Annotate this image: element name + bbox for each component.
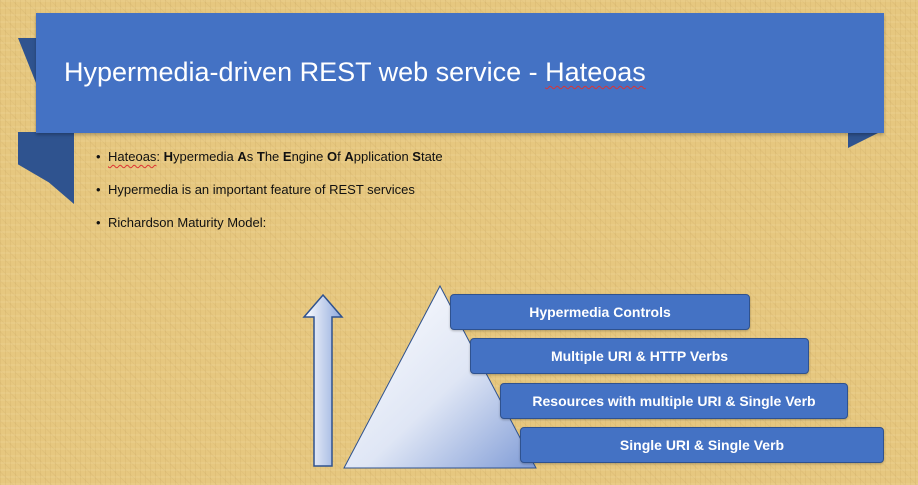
bullet-list: Hateoas: Hypermedia As The Engine Of App… bbox=[96, 148, 443, 247]
maturity-level-label: Hypermedia Controls bbox=[529, 304, 671, 320]
maturity-level-0: Single URI & Single Verb bbox=[520, 427, 884, 463]
maturity-level-label: Single URI & Single Verb bbox=[619, 437, 785, 453]
slide-title-text: Hypermedia-driven REST web service - bbox=[64, 57, 546, 87]
maturity-level-1: Resources with multiple URI & Single Ver… bbox=[500, 383, 848, 419]
term-hateoas: Hateoas bbox=[108, 149, 157, 164]
maturity-level-label: Multiple URI & HTTP Verbs bbox=[550, 348, 729, 364]
slide-title-highlight: Hateoas bbox=[545, 57, 646, 87]
bullet-item-hateoas: Hateoas: Hypermedia As The Engine Of App… bbox=[96, 148, 443, 165]
title-banner: Hypermedia-driven REST web service - Hat… bbox=[36, 13, 884, 133]
maturity-level-3: Hypermedia Controls bbox=[450, 294, 750, 330]
maturity-level-label: Resources with multiple URI & Single Ver… bbox=[532, 393, 816, 409]
bullet-item-richardson: Richardson Maturity Model: bbox=[96, 214, 443, 231]
banner-ribbon-tail-left bbox=[18, 132, 74, 204]
pyramid-triangle bbox=[343, 284, 537, 469]
up-arrow-icon bbox=[302, 293, 344, 467]
maturity-level-2: Multiple URI & HTTP Verbs bbox=[470, 338, 809, 374]
slide-title: Hypermedia-driven REST web service - Hat… bbox=[64, 57, 646, 88]
bullet-item-hypermedia: Hypermedia is an important feature of RE… bbox=[96, 181, 443, 198]
